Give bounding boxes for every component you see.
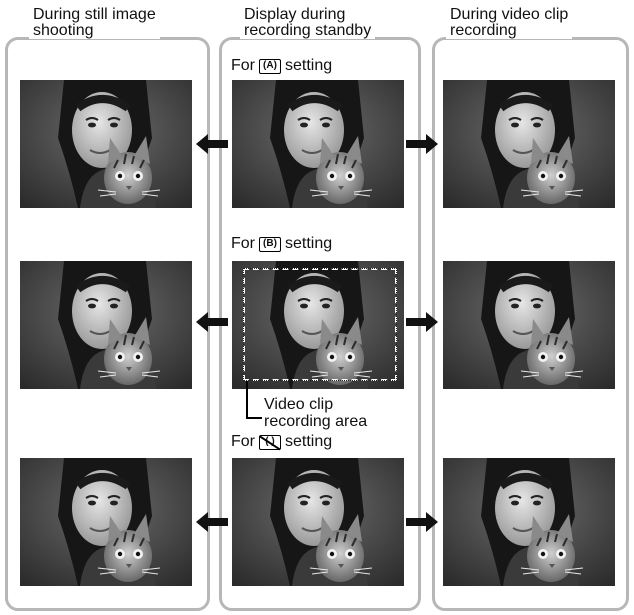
arrow-left-icon <box>196 134 228 154</box>
video-photo-3 <box>443 458 615 586</box>
video-photo-1 <box>443 80 615 208</box>
setting-label-2: For (B) setting <box>229 236 334 252</box>
arrow-right-icon <box>406 312 438 332</box>
arrow-left-icon <box>196 312 228 332</box>
video-recording-title: During video clip recording <box>446 7 572 39</box>
setting-prefix: For <box>231 434 255 450</box>
recording-area-label: Video clip recording area <box>264 396 367 430</box>
standby-photo-1 <box>232 80 404 208</box>
arrow-right-icon <box>406 512 438 532</box>
arrow-left-icon <box>196 512 228 532</box>
mode-off-icon: ( ) <box>259 435 281 450</box>
setting-prefix: For <box>231 236 255 252</box>
video-recording-area-frame <box>243 268 397 381</box>
setting-suffix: setting <box>285 434 332 450</box>
setting-label-1: For (A) setting <box>229 58 334 74</box>
still-photo-1 <box>20 80 192 208</box>
still-photo-2 <box>20 261 192 389</box>
video-photo-2 <box>443 261 615 389</box>
recording-area-callout-line <box>246 381 262 419</box>
setting-label-3: For ( ) setting <box>229 434 334 450</box>
mode-b-icon: (B) <box>259 237 281 252</box>
still-shooting-title: During still image shooting <box>29 7 160 39</box>
standby-title: Display during recording standby <box>240 7 375 39</box>
mode-a-icon: (A) <box>259 59 281 74</box>
still-photo-3 <box>20 458 192 586</box>
arrow-right-icon <box>406 134 438 154</box>
setting-suffix: setting <box>285 58 332 74</box>
setting-suffix: setting <box>285 236 332 252</box>
standby-photo-3 <box>232 458 404 586</box>
setting-prefix: For <box>231 58 255 74</box>
